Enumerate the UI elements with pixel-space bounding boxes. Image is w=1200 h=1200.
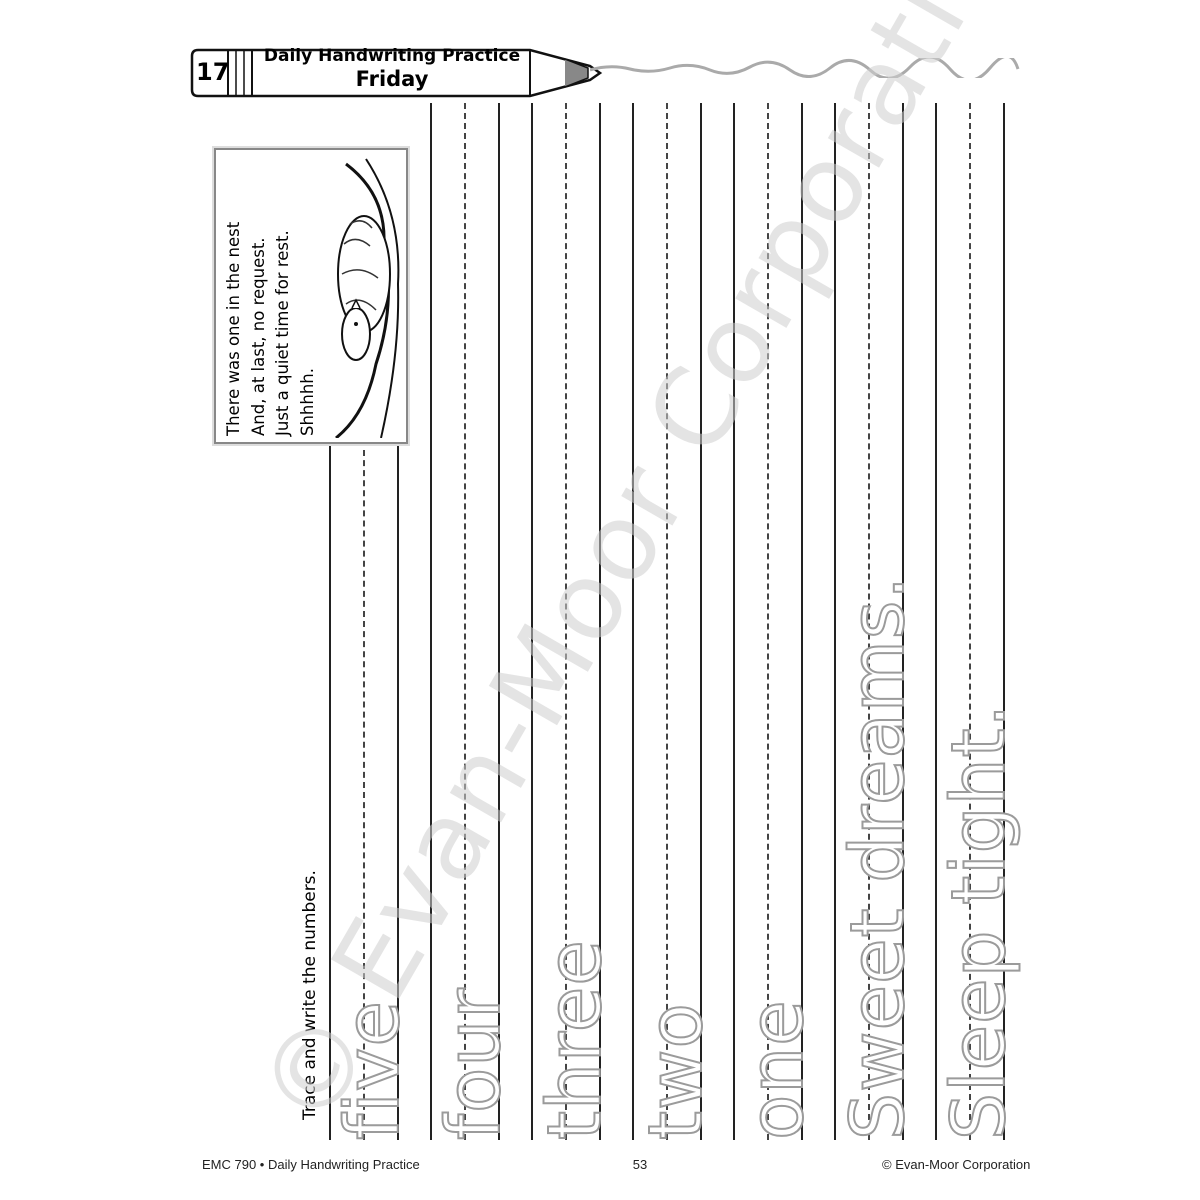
trace-word: five: [329, 999, 417, 1141]
dashed-midline: [464, 103, 466, 1140]
rule-line: [632, 103, 634, 1140]
trace-word: two: [632, 1001, 720, 1141]
rule-line: [329, 440, 331, 1140]
footer-copyright: © Evan-Moor Corporation: [882, 1157, 1031, 1172]
dashed-midline: [868, 103, 870, 1140]
poem-line: There was one in the nest: [224, 221, 243, 436]
page-title: Daily Handwriting Practice: [263, 46, 521, 66]
dashed-midline: [666, 103, 668, 1140]
pencil-header-graphic: [190, 48, 603, 98]
wavy-pencil-line: [590, 58, 1020, 78]
poem-line: Shhhhh.: [297, 367, 317, 436]
rule-line: [1003, 103, 1005, 1140]
rule-line: [700, 103, 702, 1140]
dashed-midline: [363, 440, 365, 1140]
trace-word: Sweet dreams.: [834, 574, 922, 1141]
rule-line: [498, 103, 500, 1140]
instruction-text: Trace and write the numbers.: [300, 870, 320, 1120]
trace-word: Sleep tight.: [935, 702, 1023, 1141]
poem-line: Just a quiet time for rest.: [273, 230, 292, 436]
rule-line: [801, 103, 803, 1140]
poem-text: There was one in the nest And, at last, …: [220, 144, 326, 438]
bird-nest-illustration: [335, 158, 400, 438]
rule-line: [531, 103, 533, 1140]
rule-line: [397, 440, 399, 1140]
dashed-midline: [767, 103, 769, 1140]
poem-line: And, at last, no request.: [248, 237, 268, 436]
trace-word: one: [733, 998, 821, 1141]
footer-book-code: EMC 790 • Daily Handwriting Practice: [202, 1157, 420, 1172]
dashed-midline: [565, 103, 567, 1140]
dashed-midline: [969, 103, 971, 1140]
rule-line: [733, 103, 735, 1140]
page-number: 53: [632, 1157, 648, 1172]
rule-line: [599, 103, 601, 1140]
day-label: Friday: [355, 67, 429, 91]
rule-line: [935, 103, 937, 1140]
rule-line: [834, 103, 836, 1140]
trace-word: four: [430, 986, 518, 1141]
poem-box: There was one in the nest And, at last, …: [214, 148, 408, 444]
rule-line: [430, 103, 432, 1140]
lesson-number: 17: [196, 58, 230, 86]
rule-line: [902, 103, 904, 1140]
trace-word: three: [531, 938, 619, 1141]
